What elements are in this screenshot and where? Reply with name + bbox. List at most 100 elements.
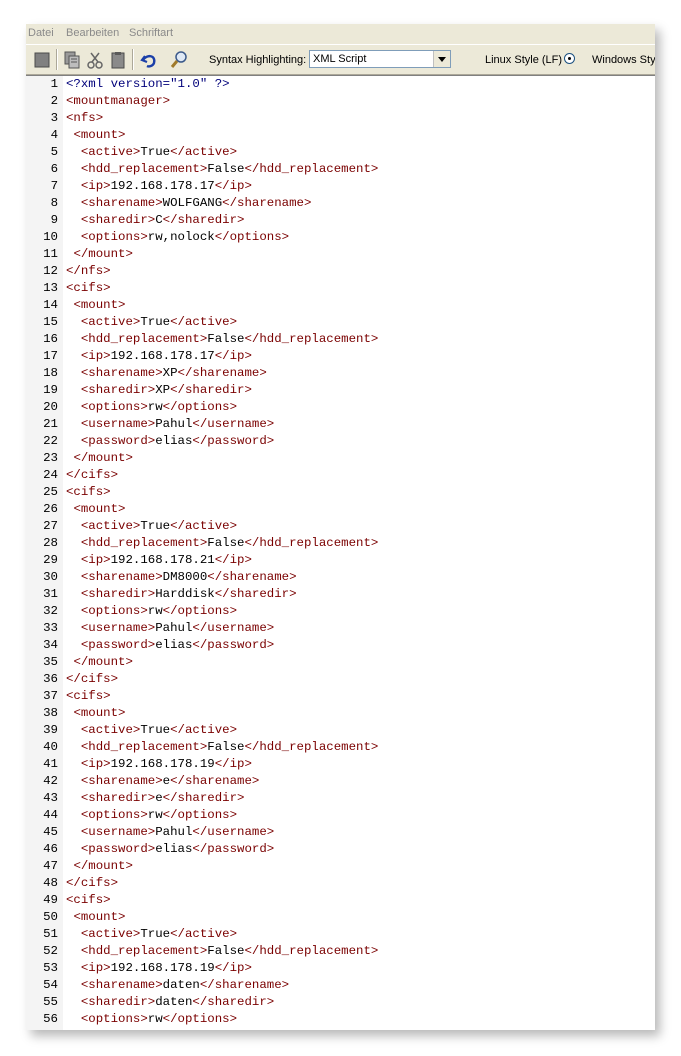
- xml-tag: </sharedir>: [162, 213, 245, 227]
- code-line: 27 <active>True</active>: [26, 518, 655, 535]
- line-number: 26: [43, 502, 58, 516]
- xml-text: True: [140, 519, 171, 533]
- linux-style-radio[interactable]: [564, 53, 575, 64]
- line-number: 52: [43, 944, 58, 958]
- code-line: 31 <sharedir>Harddisk</sharedir>: [26, 586, 655, 603]
- xml-tag: <cifs>: [66, 485, 111, 499]
- xml-text: False: [207, 740, 245, 754]
- xml-tag: </ip>: [214, 553, 252, 567]
- xml-text: rw,nolock: [147, 230, 215, 244]
- xml-tag: <cifs>: [66, 281, 111, 295]
- code-line: 8 <sharename>WOLFGANG</sharename>: [26, 195, 655, 212]
- xml-tag: </cifs>: [66, 468, 119, 482]
- xml-text: 192.168.178.19: [110, 757, 215, 771]
- code-content: </nfs>: [66, 263, 111, 280]
- code-content: </mount>: [66, 654, 133, 671]
- code-line: 39 <active>True</active>: [26, 722, 655, 739]
- xml-tag: </password>: [192, 638, 275, 652]
- xml-text: False: [207, 162, 245, 176]
- syntax-highlighting-select[interactable]: XML Script: [309, 50, 451, 68]
- code-line: 37<cifs>: [26, 688, 655, 705]
- menu-datei[interactable]: Datei: [28, 27, 54, 39]
- code-line: 5 <active>True</active>: [26, 144, 655, 161]
- code-editor[interactable]: 1<?xml version="1.0" ?>2<mountmanager>3<…: [26, 75, 655, 1030]
- code-line: 33 <username>Pahul</username>: [26, 620, 655, 637]
- code-content: <active>True</active>: [66, 722, 237, 739]
- xml-tag: <sharedir>: [80, 587, 156, 601]
- line-number: 56: [43, 1012, 58, 1026]
- toolbar: Syntax Highlighting: XML Script Linux St…: [26, 44, 655, 75]
- code-line: 51 <active>True</active>: [26, 926, 655, 943]
- find-icon[interactable]: [168, 49, 190, 71]
- line-number: 36: [43, 672, 58, 686]
- code-line: 4 <mount>: [26, 127, 655, 144]
- code-content: <mount>: [66, 297, 125, 314]
- code-content: <password>elias</password>: [66, 433, 274, 450]
- line-number: 14: [43, 298, 58, 312]
- code-content: <nfs>: [66, 110, 103, 127]
- xml-tag: </sharedir>: [170, 383, 252, 397]
- xml-tag: <sharename>: [80, 978, 163, 992]
- xml-tag: </active>: [170, 723, 238, 737]
- cut-icon[interactable]: [84, 49, 106, 71]
- xml-text: Harddisk: [155, 587, 215, 601]
- code-content: </cifs>: [66, 671, 118, 688]
- code-content: <active>True</active>: [66, 926, 237, 943]
- line-number: 47: [43, 859, 58, 873]
- xml-tag: <ip>: [80, 553, 111, 567]
- code-line: 29 <ip>192.168.178.21</ip>: [26, 552, 655, 569]
- code-line: 11 </mount>: [26, 246, 655, 263]
- new-file-icon[interactable]: [31, 49, 53, 71]
- windows-style-label[interactable]: Windows Sty: [592, 54, 655, 66]
- menu-schriftart[interactable]: Schriftart: [129, 27, 174, 39]
- line-number: 45: [43, 825, 58, 839]
- xml-tag: </hdd_replacement>: [244, 944, 379, 958]
- xml-tag: <hdd_replacement>: [80, 944, 208, 958]
- code-content: <sharename>e</sharename>: [66, 773, 259, 790]
- code-content: <options>rw</options>: [66, 807, 237, 824]
- xml-tag: </sharedir>: [162, 791, 245, 805]
- menu-bearbeiten[interactable]: Bearbeiten: [66, 27, 120, 39]
- line-number: 29: [43, 553, 58, 567]
- xml-tag: <sharedir>: [80, 791, 156, 805]
- code-line: 18 <sharename>XP</sharename>: [26, 365, 655, 382]
- xml-text: rw: [147, 604, 163, 618]
- xml-tag: </sharename>: [170, 774, 260, 788]
- line-number: 41: [43, 757, 58, 771]
- line-number: 23: [43, 451, 58, 465]
- line-number: 19: [43, 383, 58, 397]
- xml-tag: <ip>: [80, 349, 111, 363]
- xml-text: rw: [147, 808, 163, 822]
- code-line: 46 <password>elias</password>: [26, 841, 655, 858]
- xml-text: False: [207, 332, 245, 346]
- xml-tag: <mount>: [73, 128, 126, 142]
- xml-tag: <cifs>: [66, 689, 111, 703]
- line-number: 43: [43, 791, 58, 805]
- xml-tag: <active>: [80, 315, 141, 329]
- code-content: <mount>: [66, 909, 125, 926]
- xml-text: False: [207, 944, 245, 958]
- chevron-down-icon[interactable]: [433, 51, 450, 67]
- xml-tag: </active>: [170, 315, 238, 329]
- line-number: 18: [43, 366, 58, 380]
- line-number: 10: [43, 230, 58, 244]
- code-content: <username>Pahul</username>: [66, 416, 274, 433]
- line-number: 39: [43, 723, 58, 737]
- line-number: 42: [43, 774, 58, 788]
- code-line: 30 <sharename>DM8000</sharename>: [26, 569, 655, 586]
- code-line: 23 </mount>: [26, 450, 655, 467]
- code-content: <active>True</active>: [66, 518, 237, 535]
- code-content: <ip>192.168.178.17</ip>: [66, 348, 252, 365]
- paste-icon[interactable]: [107, 49, 129, 71]
- line-number: 15: [43, 315, 58, 329]
- code-line: 43 <sharedir>e</sharedir>: [26, 790, 655, 807]
- code-content: <cifs>: [66, 484, 111, 501]
- code-line: 7 <ip>192.168.178.17</ip>: [26, 178, 655, 195]
- xml-text: rw: [147, 400, 163, 414]
- code-content: <ip>192.168.178.21</ip>: [66, 552, 252, 569]
- code-line: 20 <options>rw</options>: [26, 399, 655, 416]
- copy-icon[interactable]: [61, 49, 83, 71]
- undo-icon[interactable]: [138, 49, 160, 71]
- xml-tag: </options>: [162, 808, 238, 822]
- line-number: 33: [43, 621, 58, 635]
